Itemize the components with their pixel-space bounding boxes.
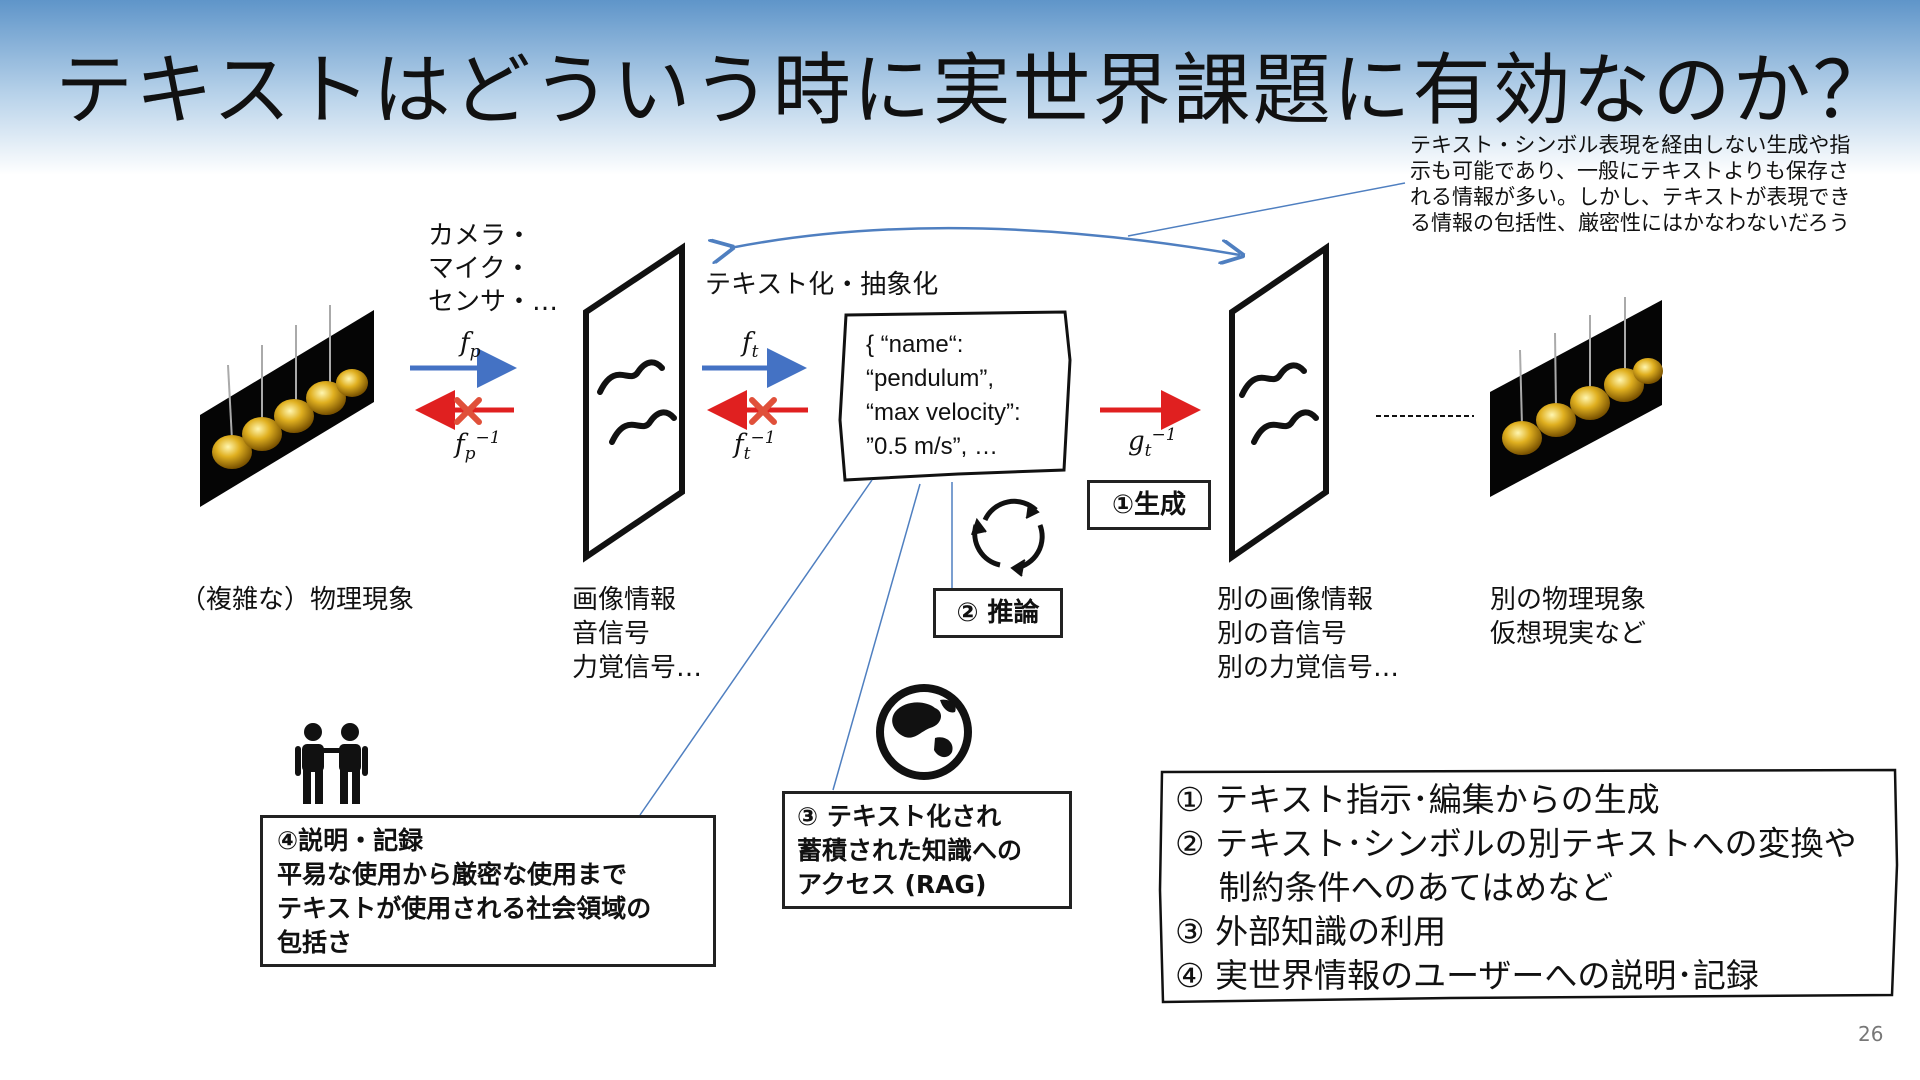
newtons-cradle-image-right [1490, 297, 1663, 497]
caption-info: 画像情報 音信号 力覚信号… [572, 583, 702, 685]
explain-line: テキストが使用される社会領域の [277, 894, 652, 923]
json-line: ”0.5 m/s”, … [866, 433, 999, 460]
generation-badge: ①生成 [1087, 480, 1211, 530]
rag-line: 蓄積された知識への [797, 836, 1023, 865]
summary-item: ④ 実世界情報のユーザーへの説明･記録 [1175, 956, 1759, 995]
top-note-line: 示も可能であり、一般にテキストよりも保存さ [1410, 159, 1849, 183]
summary-item: ② テキスト･シンボルの別テキストへの変換や [1175, 824, 1857, 863]
info-panel-left [583, 242, 685, 563]
ft-inverse-label: ft−1 [734, 428, 776, 464]
caption-other-physical-line: 別の物理現象 [1490, 585, 1647, 615]
fp-inverse-symbol: f [455, 429, 465, 460]
rag-box: ③ テキスト化され 蓄積された知識への アクセス (RAG) [782, 791, 1072, 909]
summary-box-outline [1158, 768, 1899, 1004]
explain-box: ④説明・記録 平易な使用から厳密な使用まで テキストが使用される社会領域の 包括… [260, 815, 716, 967]
summary-item: 制約条件へのあてはめなど [1175, 868, 1614, 907]
note-callout-line [1127, 182, 1406, 237]
cycle-arrows-icon [971, 498, 1045, 577]
fp-inverse-superscript: −1 [475, 428, 501, 448]
sensors-label-line: マイク・ [428, 254, 531, 284]
caption-other-info: 別の画像情報 別の音信号 別の力覚信号… [1217, 583, 1399, 685]
caption-other-info-line: 別の音信号 [1217, 619, 1348, 649]
caption-info-line: 画像情報 [572, 585, 677, 615]
caption-other-physical: 別の物理現象 仮想現実など [1490, 583, 1646, 651]
fp-symbol: f [460, 328, 470, 358]
textization-label: テキスト化・抽象化 [705, 270, 939, 300]
caption-physical: （複雑な）物理現象 [180, 585, 415, 615]
summary-item: ③ 外部知識の利用 [1175, 912, 1447, 951]
ft-inverse-symbol: f [734, 429, 744, 460]
json-box-outline [838, 310, 1072, 482]
top-note-line: れる情報が多い。しかし、テキストが表現でき [1410, 185, 1851, 209]
top-note-line: る情報の包括性、厳密性にはかなわないだろう [1410, 211, 1850, 235]
gt-inverse-subscript: t [1144, 440, 1152, 461]
gt-inverse-symbol: g [1128, 426, 1145, 457]
ft-label: ft [742, 328, 758, 362]
sensors-label-line: カメラ・ [428, 221, 533, 251]
explain-line: ④説明・記録 [277, 826, 424, 855]
fp-subscript: p [469, 342, 481, 363]
ft-symbol: f [742, 328, 752, 358]
sensors-label: カメラ・ マイク・ センサ・… [428, 220, 558, 319]
globe-icon [876, 684, 972, 780]
caption-info-line: 音信号 [572, 619, 651, 649]
ft-inverse-subscript: t [743, 443, 751, 464]
json-text: { “name“: “pendulum”, “max velocity”: ”0… [866, 328, 1021, 464]
inference-badge: ② 推論 [933, 588, 1063, 638]
info-panel-right [1229, 242, 1329, 563]
generation-badge-label: ①生成 [1111, 490, 1186, 520]
slide-title: テキストはどういう時に実世界課題に有効なのか？ [55, 46, 1893, 136]
x-mark-icon [454, 397, 777, 425]
json-line: “pendulum”, [866, 365, 995, 392]
caption-other-physical-line: 仮想現実など [1490, 619, 1647, 649]
ft-subscript: t [751, 342, 759, 363]
newtons-cradle-image-left [200, 305, 374, 507]
people-icon [295, 723, 368, 804]
json-line: { “name“: [866, 331, 964, 358]
sensors-label-line: センサ・… [428, 287, 559, 317]
inference-badge-label: ② 推論 [956, 598, 1040, 628]
page-number: 26 [1858, 1022, 1884, 1046]
top-note: テキスト・シンボル表現を経由しない生成や指 示も可能であり、一般にテキストよりも… [1410, 132, 1850, 236]
gt-inverse-label: gt−1 [1128, 425, 1177, 461]
caption-other-info-line: 別の力覚信号… [1217, 653, 1400, 683]
link-line-explain [639, 479, 873, 816]
header-band [0, 0, 1920, 175]
explain-line: 包括さ [277, 928, 353, 957]
fp-inverse-label: fp−1 [455, 428, 501, 464]
rag-line: アクセス (RAG) [797, 870, 987, 899]
curved-double-arrow [730, 226, 1240, 255]
caption-info-line: 力覚信号… [572, 653, 703, 683]
ft-inverse-superscript: −1 [750, 428, 776, 448]
explain-line: 平易な使用から厳密な使用まで [277, 860, 628, 889]
summary-list: ① テキスト指示･編集からの生成 ② テキスト･シンボルの別テキストへの変換や … [1175, 778, 1857, 998]
link-line-rag [832, 483, 921, 791]
json-line: “max velocity”: [866, 399, 1021, 426]
rag-line: ③ テキスト化され [797, 802, 1002, 831]
signal-wave-icon [597, 359, 1319, 445]
gt-inverse-superscript: −1 [1151, 425, 1177, 445]
top-note-line: テキスト・シンボル表現を経由しない生成や指 [1410, 133, 1851, 157]
caption-other-info-line: 別の画像情報 [1217, 585, 1374, 615]
fp-label: fp [460, 328, 481, 362]
fp-inverse-subscript: p [464, 443, 476, 464]
summary-item: ① テキスト指示･編集からの生成 [1175, 780, 1660, 819]
